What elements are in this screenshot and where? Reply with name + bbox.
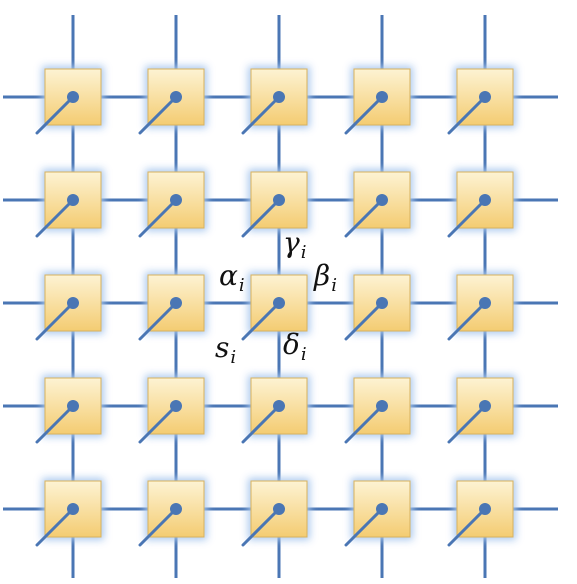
input-wire: [344, 198, 384, 238]
node-dot: [67, 194, 79, 206]
label-delta: δi: [283, 328, 307, 365]
input-wire: [138, 301, 178, 341]
input-wire: [35, 301, 75, 341]
processing-cell: [447, 66, 516, 135]
input-wire: [138, 507, 178, 547]
node-dot: [273, 400, 285, 412]
input-wire: [447, 507, 487, 547]
processing-cell: [35, 478, 104, 547]
processing-cell: [35, 66, 104, 135]
processing-cell: [138, 375, 207, 444]
node-dot: [67, 400, 79, 412]
node-dot: [376, 400, 388, 412]
node-dot: [170, 297, 182, 309]
processing-cell: [447, 478, 516, 547]
processing-cell: [35, 169, 104, 238]
node-dot: [273, 503, 285, 515]
label-beta: βi: [314, 259, 337, 296]
node-dot: [170, 503, 182, 515]
input-wire: [447, 95, 487, 135]
node-dot: [273, 194, 285, 206]
node-dot: [479, 91, 491, 103]
node-dot: [273, 297, 285, 309]
input-wire: [241, 301, 281, 341]
processing-cell: [241, 375, 310, 444]
processing-cell: [241, 272, 310, 341]
processing-cell: [138, 169, 207, 238]
input-wire: [138, 404, 178, 444]
node-dot: [376, 297, 388, 309]
input-wire: [344, 507, 384, 547]
cell-layer: [35, 66, 516, 547]
input-wire: [344, 95, 384, 135]
node-dot: [479, 503, 491, 515]
label-alpha: αi: [219, 259, 245, 296]
node-dot: [273, 91, 285, 103]
node-dot: [67, 297, 79, 309]
processing-cell: [241, 66, 310, 135]
input-wire: [241, 95, 281, 135]
processing-cell: [344, 478, 413, 547]
input-wire: [138, 95, 178, 135]
node-dot: [67, 91, 79, 103]
input-wire: [344, 301, 384, 341]
node-dot: [170, 91, 182, 103]
input-wire: [35, 507, 75, 547]
processing-cell: [344, 169, 413, 238]
input-wire: [138, 198, 178, 238]
node-dot: [479, 194, 491, 206]
processing-cell: [35, 375, 104, 444]
processing-cell: [447, 169, 516, 238]
input-wire: [447, 301, 487, 341]
label-gamma: γi: [283, 226, 307, 263]
processing-cell: [344, 375, 413, 444]
processing-cell: [241, 478, 310, 547]
input-wire: [344, 404, 384, 444]
processing-cell: [447, 375, 516, 444]
node-dot: [376, 91, 388, 103]
input-wire: [35, 198, 75, 238]
processing-cell: [138, 478, 207, 547]
input-wire: [447, 198, 487, 238]
processing-cell: [138, 272, 207, 341]
node-dot: [170, 400, 182, 412]
processing-cell: [138, 66, 207, 135]
node-dot: [376, 503, 388, 515]
processing-cell: [344, 66, 413, 135]
input-wire: [35, 404, 75, 444]
processing-cell: [344, 272, 413, 341]
input-wire: [241, 404, 281, 444]
input-wire: [447, 404, 487, 444]
input-wire: [241, 198, 281, 238]
node-dot: [67, 503, 79, 515]
node-dot: [376, 194, 388, 206]
node-dot: [479, 297, 491, 309]
input-wire: [241, 507, 281, 547]
processing-cell: [35, 272, 104, 341]
node-dot: [170, 194, 182, 206]
node-dot: [479, 400, 491, 412]
processing-cell: [241, 169, 310, 238]
processing-cell: [447, 272, 516, 341]
label-s: si: [215, 331, 237, 368]
input-wire: [35, 95, 75, 135]
